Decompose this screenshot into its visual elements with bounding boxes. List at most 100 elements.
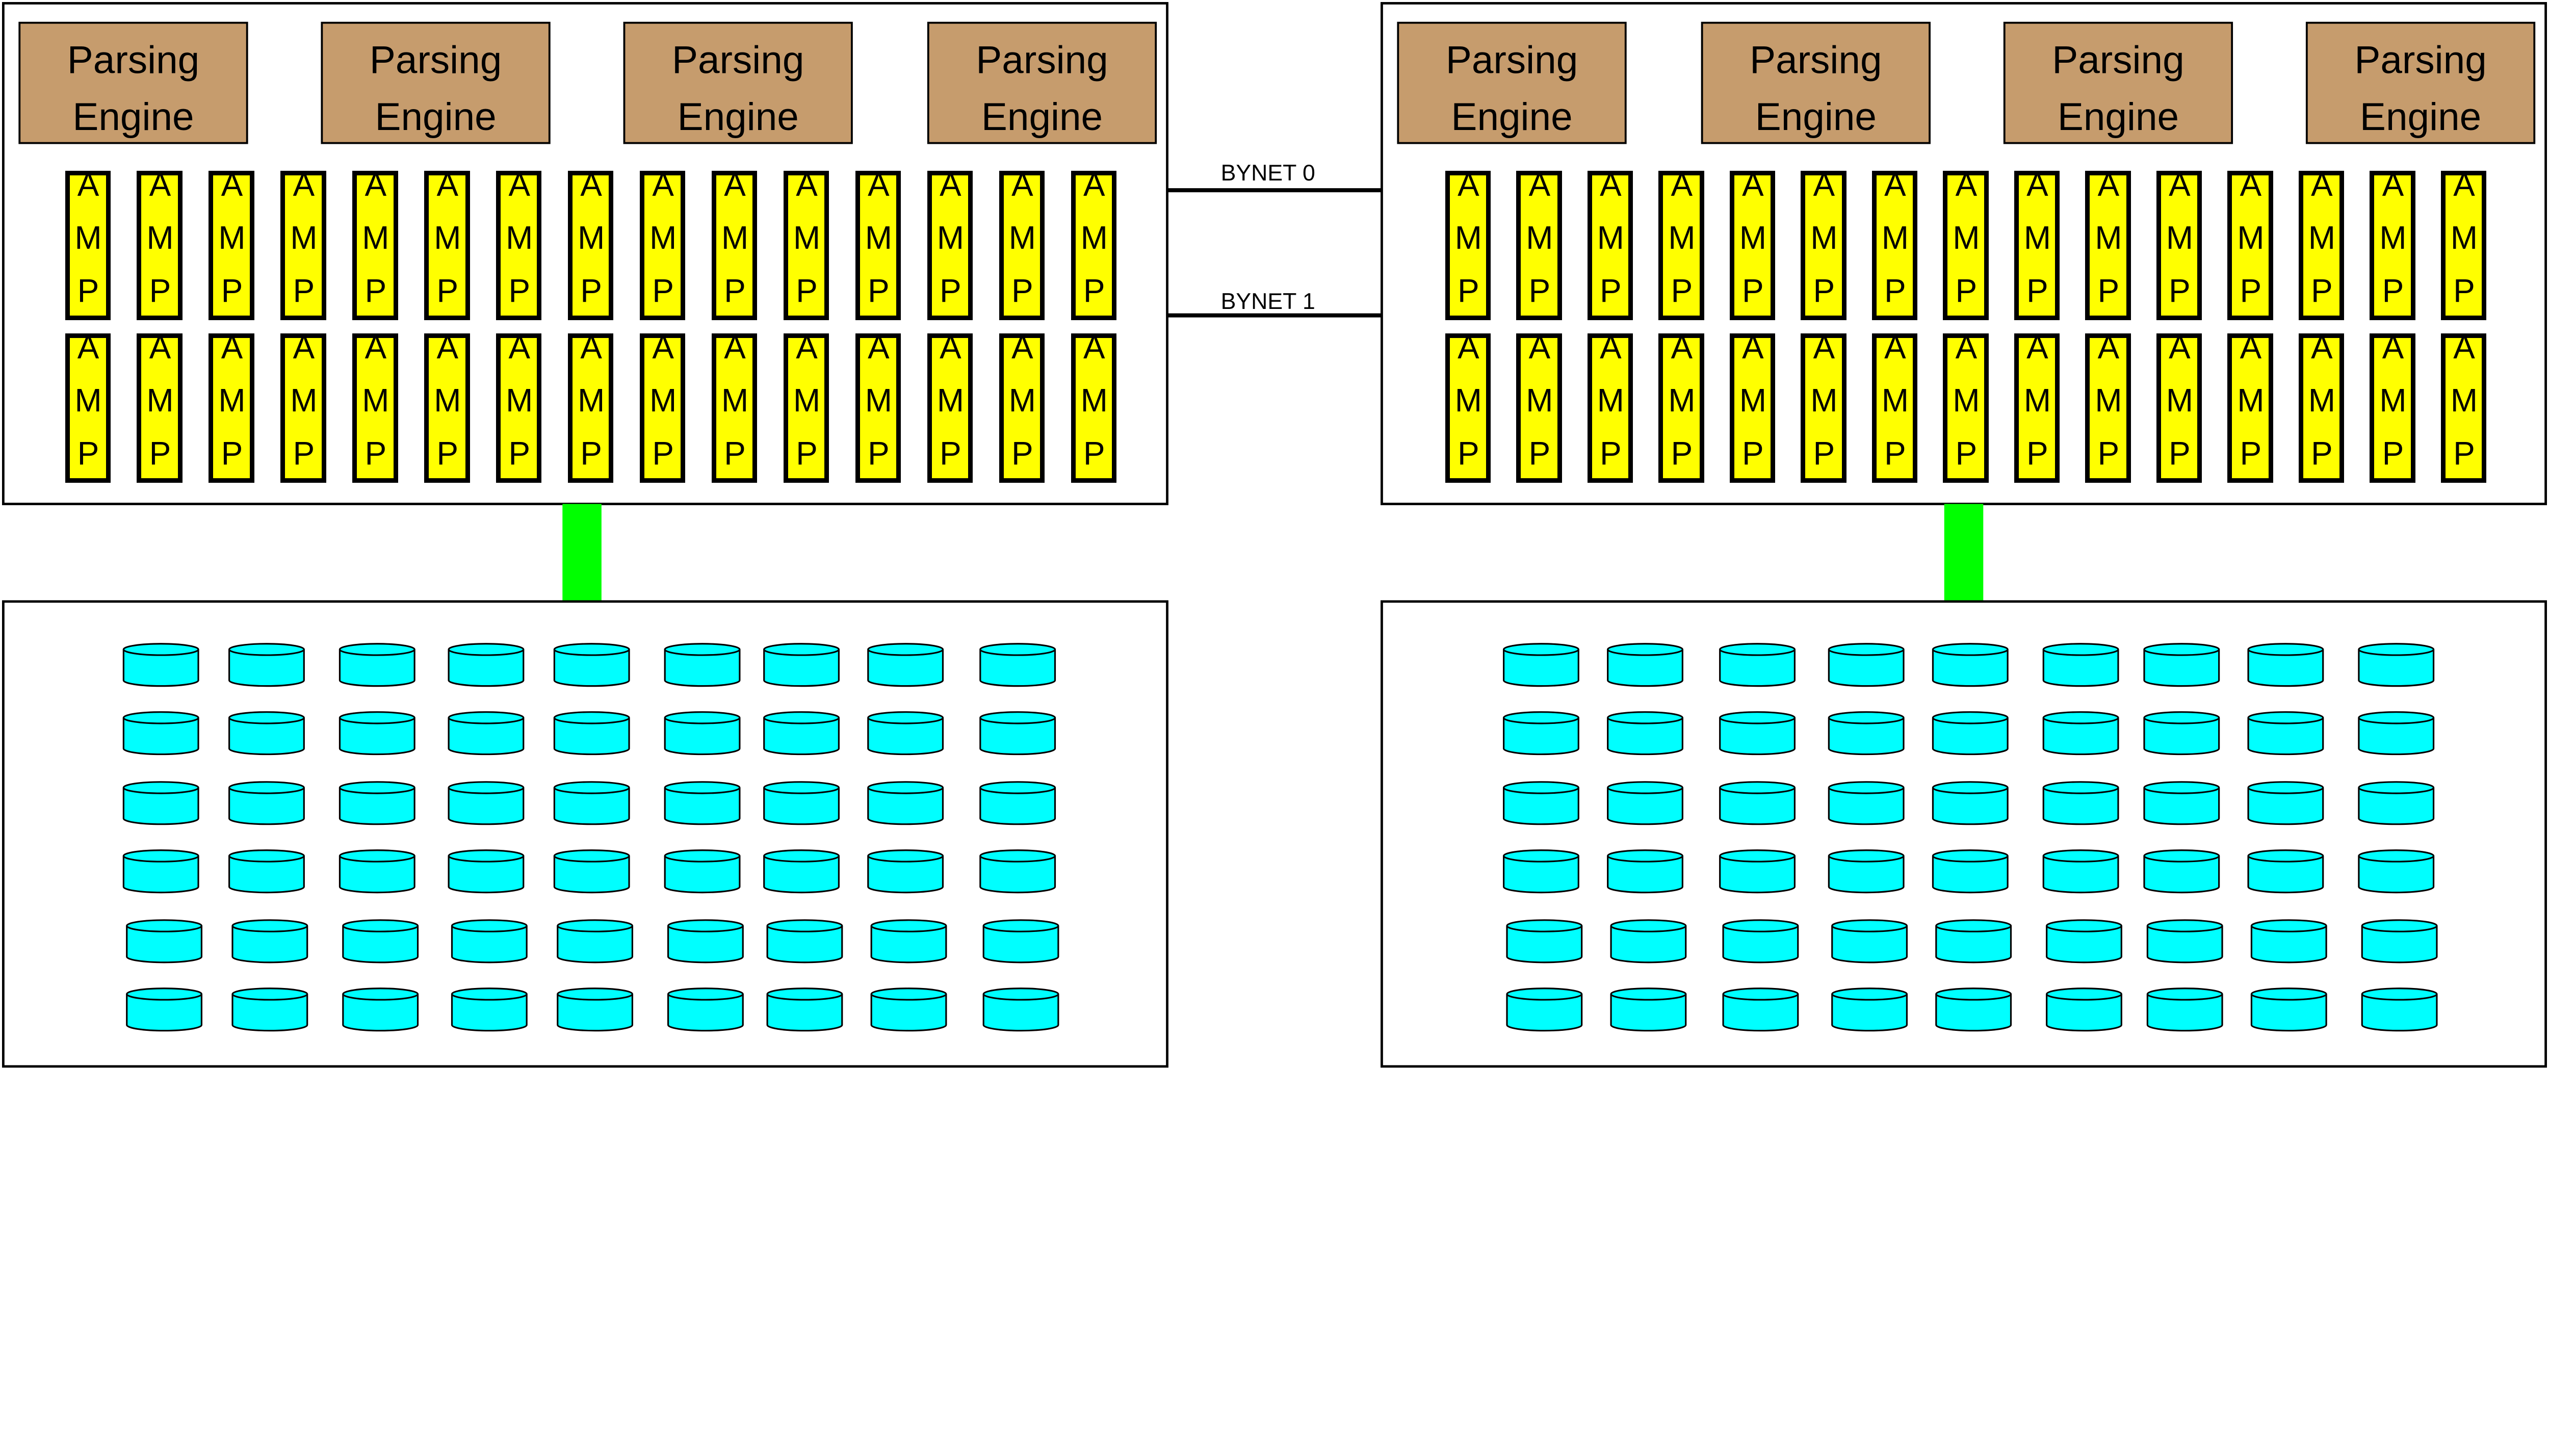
disk-icon: [448, 711, 525, 756]
disk-top: [667, 919, 744, 932]
disk-body: [448, 649, 525, 687]
disk-body: [2046, 994, 2122, 1032]
disk-body: [667, 994, 744, 1032]
disk-icon: [2143, 711, 2220, 756]
disk-body: [339, 787, 415, 825]
disk-icon: [1503, 711, 1579, 756]
amp-box: AMP: [568, 166, 614, 325]
parsing-engine-label-line2: Engine: [375, 95, 496, 139]
disk-top: [451, 919, 528, 932]
amp-box: AMP: [1871, 166, 1918, 325]
amp-box: AMP: [999, 166, 1045, 325]
disk-top: [231, 919, 308, 932]
amp-box: AMP: [568, 329, 614, 487]
amp-label: AMP: [1805, 328, 1842, 488]
disk-body: [448, 787, 525, 825]
disk-body: [1828, 855, 1905, 894]
amp-label: AMP: [142, 166, 179, 325]
disk-top: [451, 987, 528, 1001]
disk-top: [1831, 987, 1908, 1001]
disk-top: [766, 987, 843, 1001]
disk-body: [763, 787, 840, 825]
amp-box: AMP: [1516, 166, 1562, 325]
amp-label: AMP: [2374, 166, 2411, 325]
amp-label: AMP: [1004, 166, 1041, 325]
disk-top: [1607, 711, 1683, 724]
amp-label: AMP: [860, 166, 897, 325]
disk-icon: [2042, 781, 2119, 825]
disk-top: [1607, 849, 1683, 863]
disk-icon: [342, 987, 419, 1032]
disk-top: [2361, 987, 2438, 1001]
amp-label: AMP: [213, 328, 250, 488]
amp-label: AMP: [1805, 166, 1842, 325]
disk-top: [2358, 781, 2435, 794]
disk-body: [2042, 787, 2119, 825]
amp-label: AMP: [429, 328, 466, 488]
disk-top: [763, 711, 840, 724]
disk-icon: [1831, 919, 1908, 964]
disk-icon: [2358, 781, 2435, 825]
disk-icon: [1607, 781, 1683, 825]
disk-icon: [867, 849, 944, 894]
disk-icon: [664, 849, 741, 894]
disk-top: [870, 919, 947, 932]
teradata-architecture-diagram: BYNET 0 BYNET 1 ParsingEngineParsingEngi…: [2, 2, 2547, 1068]
disk-body: [2046, 925, 2122, 964]
amp-label: AMP: [2161, 166, 2198, 325]
disk-body: [2250, 994, 2327, 1032]
disk-icon: [1503, 781, 1579, 825]
disk-top: [1607, 781, 1683, 794]
disk-body: [1831, 925, 1908, 964]
disk-top: [557, 987, 634, 1001]
disk-top: [1610, 987, 1687, 1001]
disk-top: [1935, 987, 2012, 1001]
disk-icon: [1719, 711, 1796, 756]
disk-body: [339, 717, 415, 756]
disk-icon: [2046, 919, 2122, 964]
disk-icon: [448, 781, 525, 825]
storage-link: [1944, 504, 1984, 602]
disk-body: [870, 994, 947, 1032]
disk-icon: [1503, 849, 1579, 894]
parsing-engine-box: [623, 21, 853, 144]
amp-label: AMP: [2446, 328, 2483, 488]
disk-icon: [2250, 919, 2327, 964]
amp-label: AMP: [1521, 166, 1558, 325]
disk-icon: [448, 849, 525, 894]
parsing-engine-label-line2: Engine: [2360, 95, 2481, 139]
amp-box: AMP: [352, 329, 398, 487]
parsing-engine-box: [2003, 21, 2233, 144]
disk-top: [867, 643, 944, 656]
amp-label: AMP: [1450, 328, 1487, 488]
disk-icon: [667, 987, 744, 1032]
disk-top: [1719, 711, 1796, 724]
amp-box: AMP: [1587, 166, 1633, 325]
disk-icon: [342, 919, 419, 964]
disk-top: [1932, 849, 2009, 863]
disk-body: [2146, 994, 2223, 1032]
disk-icon: [1828, 781, 1905, 825]
disk-top: [2042, 849, 2119, 863]
node-1: ParsingEngineParsingEngineParsingEngineP…: [1381, 2, 2547, 1068]
disk-icon: [448, 643, 525, 687]
disk-body: [1503, 717, 1579, 756]
disk-body: [122, 649, 199, 687]
disk-body: [1935, 925, 2012, 964]
amp-label: AMP: [573, 166, 610, 325]
parsing-engine-label-line1: Parsing: [976, 38, 1108, 82]
amp-box: AMP: [352, 166, 398, 325]
disk-top: [2358, 849, 2435, 863]
disk-icon: [553, 711, 630, 756]
disk-top: [553, 781, 630, 794]
amp-label: AMP: [1663, 166, 1700, 325]
disk-body: [1506, 994, 1583, 1032]
disk-body: [979, 649, 1056, 687]
disk-icon: [553, 643, 630, 687]
disk-body: [2042, 717, 2119, 756]
disk-icon: [979, 643, 1056, 687]
disk-body: [1932, 787, 2009, 825]
disk-icon: [122, 643, 199, 687]
